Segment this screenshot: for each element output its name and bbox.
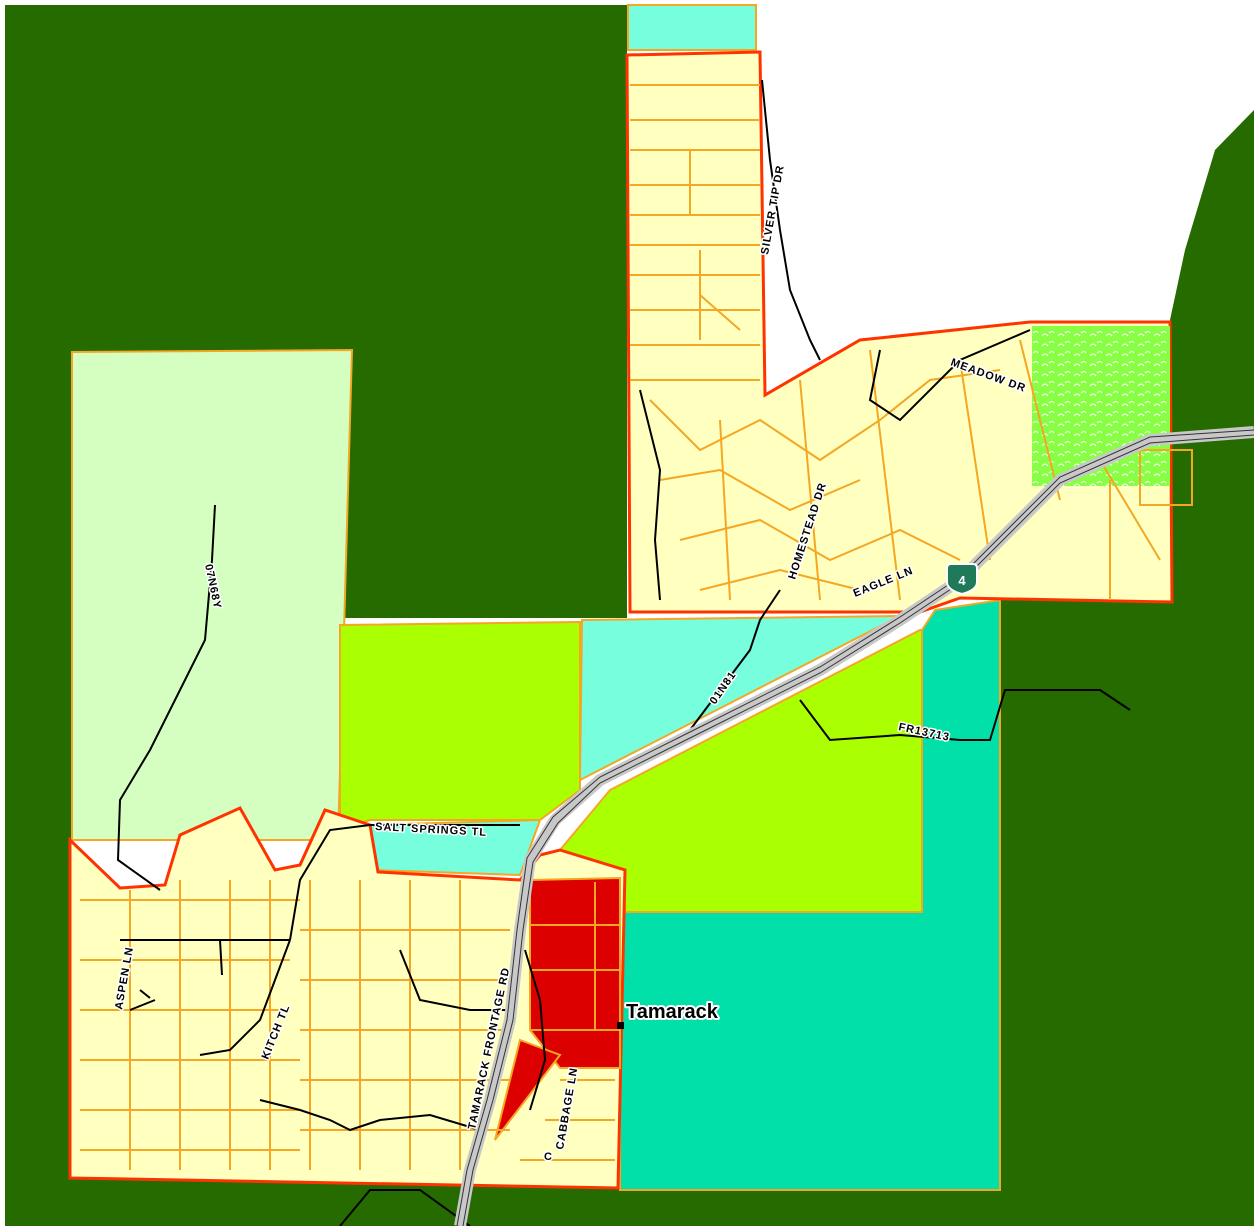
left-border-white — [0, 0, 5, 1226]
lime-zone-west — [339, 620, 581, 832]
shield-number: 4 — [958, 573, 966, 588]
state-route-shield-icon: 4 — [946, 563, 978, 596]
trails — [116, 79, 1131, 1226]
highway-4-lanes-2 — [462, 434, 1254, 1226]
road-label-c: C — [544, 1151, 553, 1163]
highway-4-lanes — [456, 429, 1254, 1226]
place-marker-icon — [617, 1022, 624, 1029]
cyan-zone-north — [627, 4, 757, 51]
highway-4 — [454, 426, 1254, 1226]
parcel-lines — [80, 84, 1193, 1170]
place-label-tamarack[interactable]: Tamarack — [624, 999, 721, 1025]
cyan-zone-middle — [578, 615, 901, 782]
forest-land-east — [1000, 110, 1254, 1226]
